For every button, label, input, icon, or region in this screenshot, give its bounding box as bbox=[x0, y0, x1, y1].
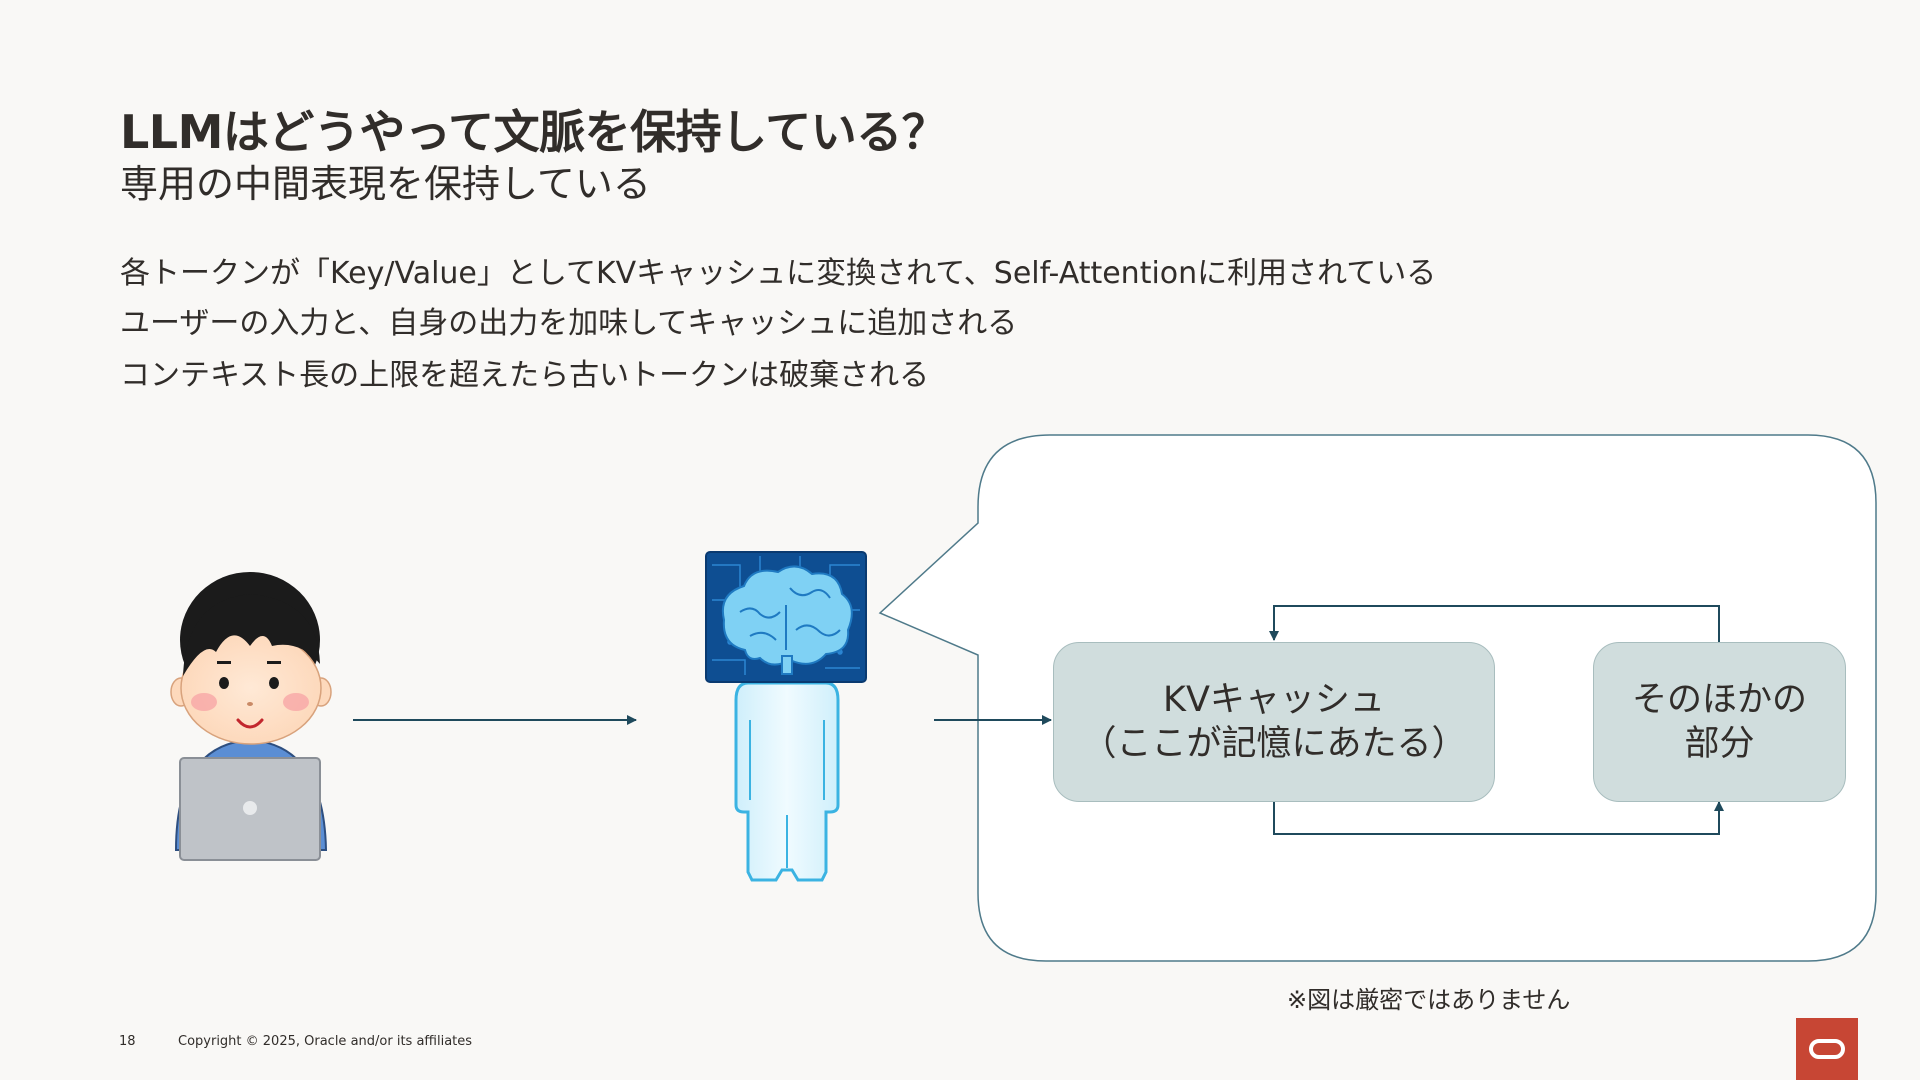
oracle-logo-icon bbox=[1796, 1018, 1858, 1080]
bullet-text: ユーザーの入力と、自身の出力を加味してキャッシュに追加される bbox=[120, 306, 1018, 341]
copyright-text: Copyright © 2025, Oracle and/or its affi… bbox=[178, 1034, 473, 1049]
kv-cache-label: KVキャッシュ bbox=[1163, 680, 1385, 720]
kv-cache-box: KVキャッシュ （ここが記憶にあたる） bbox=[1053, 642, 1495, 802]
bullet-text: 各トークンが「Key/Value」としてKVキャッシュに変換されて、Self-A… bbox=[120, 256, 1437, 291]
ai-brain-robot-icon bbox=[705, 551, 867, 882]
user-with-laptop-icon bbox=[170, 572, 332, 861]
disclaimer-note: ※図は厳密ではありません bbox=[1287, 986, 1571, 1014]
slide-title: LLMはどうやって文脈を保持している？ bbox=[120, 105, 948, 159]
slide-subtitle: 専用の中間表現を保持している bbox=[120, 162, 651, 206]
page-number: 18 bbox=[119, 1034, 136, 1049]
other-parts-box: そのほかの 部分 bbox=[1593, 642, 1846, 802]
other-parts-sublabel: 部分 bbox=[1684, 724, 1755, 764]
kv-cache-sublabel: （ここが記憶にあたる） bbox=[1081, 724, 1467, 764]
feedback-arrow-top bbox=[1269, 605, 1720, 642]
bullet-text: コンテキスト長の上限を超えたら古いトークンは破棄される bbox=[120, 358, 930, 393]
feedback-arrow-bottom bbox=[1273, 800, 1724, 835]
other-parts-label: そのほかの bbox=[1631, 680, 1807, 720]
